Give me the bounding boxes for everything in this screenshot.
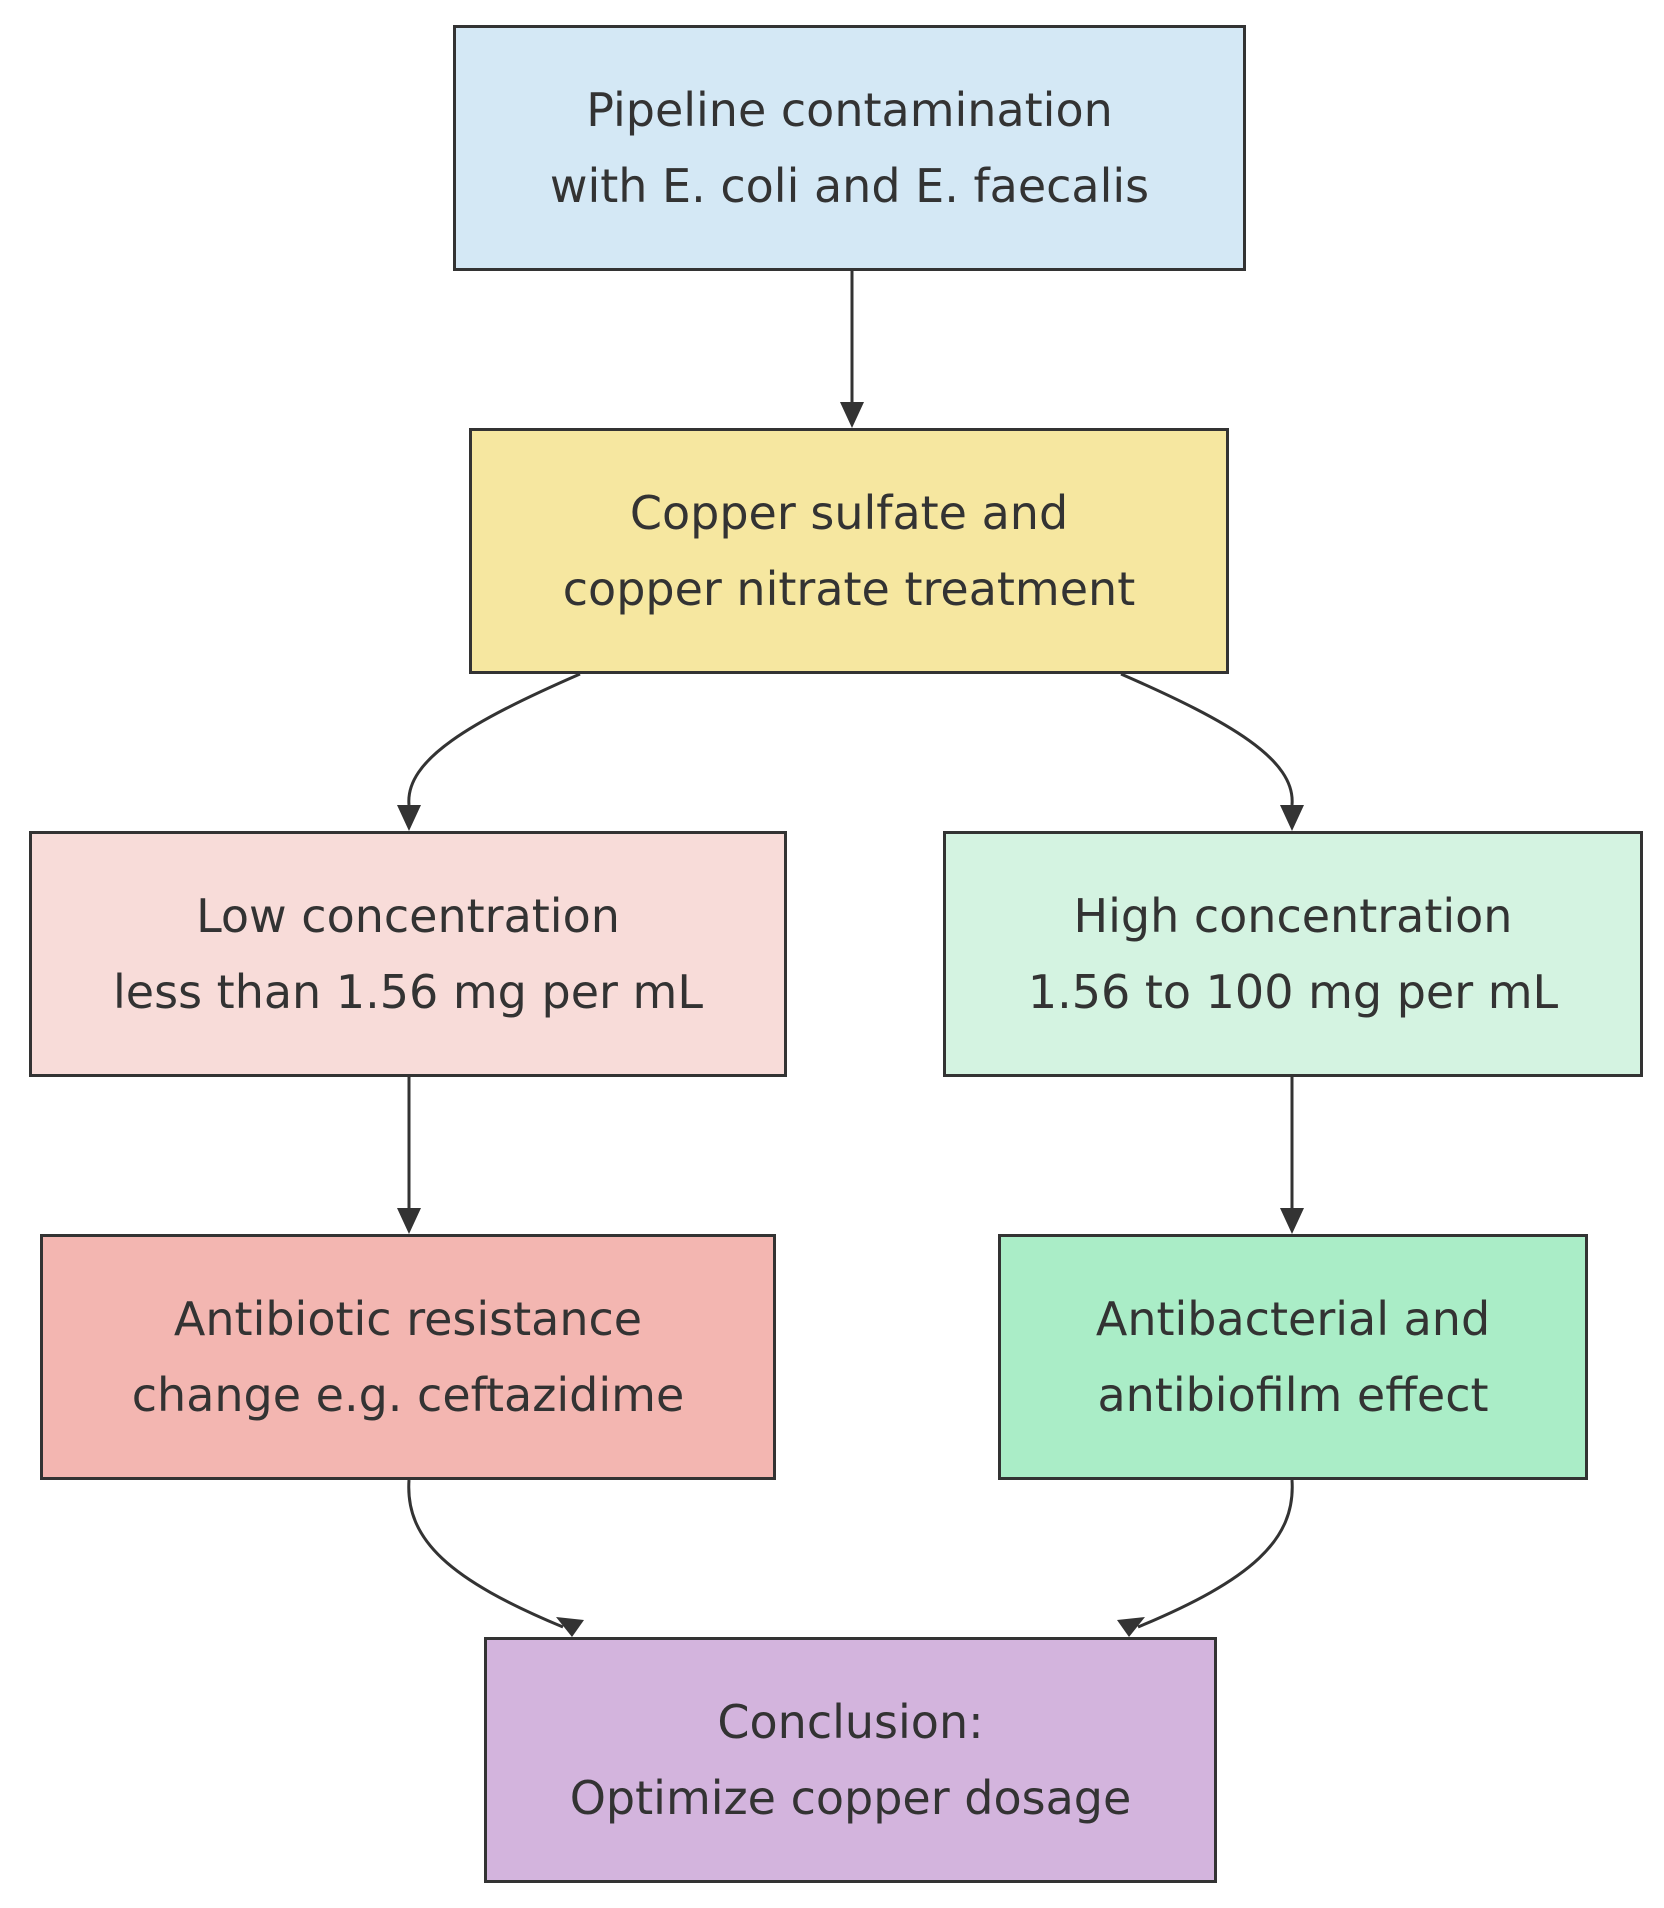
edge-resistance-to-conclusion	[407, 1479, 564, 1629]
arrowhead-low	[397, 805, 421, 831]
node-antibacterial-effect: Antibacterial and antibiofilm effect	[998, 1234, 1588, 1480]
arrowhead-high	[1280, 805, 1304, 831]
node-high-line2: 1.56 to 100 mg per mL	[1027, 965, 1559, 1019]
edge-treatment-to-low	[407, 672, 581, 806]
node-high-concentration: High concentration 1.56 to 100 mg per mL	[943, 831, 1643, 1077]
node-treatment-line2: copper nitrate treatment	[562, 562, 1136, 616]
node-low-line2: less than 1.56 mg per mL	[113, 965, 703, 1019]
arrowhead-antibacterial	[1280, 1208, 1304, 1234]
arrowhead-treatment	[840, 402, 864, 428]
node-pipeline-line1: Pipeline contamination	[586, 83, 1113, 137]
node-conclusion-line2: Optimize copper dosage	[569, 1771, 1132, 1825]
arrowhead-resistance	[397, 1208, 421, 1234]
node-antibacterial-line2: antibiofilm effect	[1097, 1368, 1489, 1422]
node-low-concentration: Low concentration less than 1.56 mg per …	[29, 831, 787, 1077]
node-antibacterial-line1: Antibacterial and	[1095, 1292, 1491, 1346]
node-antibiotic-resistance: Antibiotic resistance change e.g. ceftaz…	[40, 1234, 776, 1480]
node-pipeline-line2: with E. coli and E. faecalis	[549, 159, 1150, 213]
node-resistance-line2: change e.g. ceftazidime	[131, 1368, 685, 1422]
node-conclusion-line1: Conclusion:	[717, 1695, 984, 1749]
node-conclusion: Conclusion: Optimize copper dosage	[484, 1637, 1217, 1883]
edge-treatment-to-high	[1120, 672, 1294, 806]
arrowhead-conclusion-left	[556, 1617, 584, 1637]
arrowhead-conclusion-right	[1117, 1617, 1145, 1637]
node-low-line1: Low concentration	[196, 889, 620, 943]
node-pipeline-contamination: Pipeline contamination with E. coli and …	[453, 25, 1246, 271]
node-treatment-line1: Copper sulfate and	[629, 486, 1069, 540]
node-high-line1: High concentration	[1073, 889, 1513, 943]
node-copper-treatment: Copper sulfate and copper nitrate treatm…	[469, 428, 1229, 674]
edge-antibacterial-to-conclusion	[1137, 1479, 1294, 1629]
node-resistance-line1: Antibiotic resistance	[173, 1292, 643, 1346]
